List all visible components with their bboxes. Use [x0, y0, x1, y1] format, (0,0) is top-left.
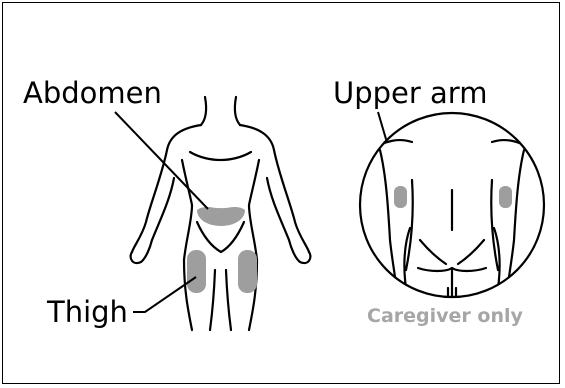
- right-thigh-injection-area: [238, 250, 257, 293]
- abdomen-injection-area: [197, 207, 245, 226]
- thigh-label: Thigh: [47, 298, 128, 327]
- left-thigh-injection-area: [187, 250, 206, 293]
- caregiver-only-note: Caregiver only: [367, 307, 523, 326]
- left-upper-arm-injection-area: [394, 186, 407, 208]
- upper-arm-label: Upper arm: [333, 79, 487, 108]
- right-upper-arm-injection-area: [499, 186, 512, 208]
- back-view-inset: [360, 113, 544, 300]
- abdomen-label: Abdomen: [23, 79, 162, 108]
